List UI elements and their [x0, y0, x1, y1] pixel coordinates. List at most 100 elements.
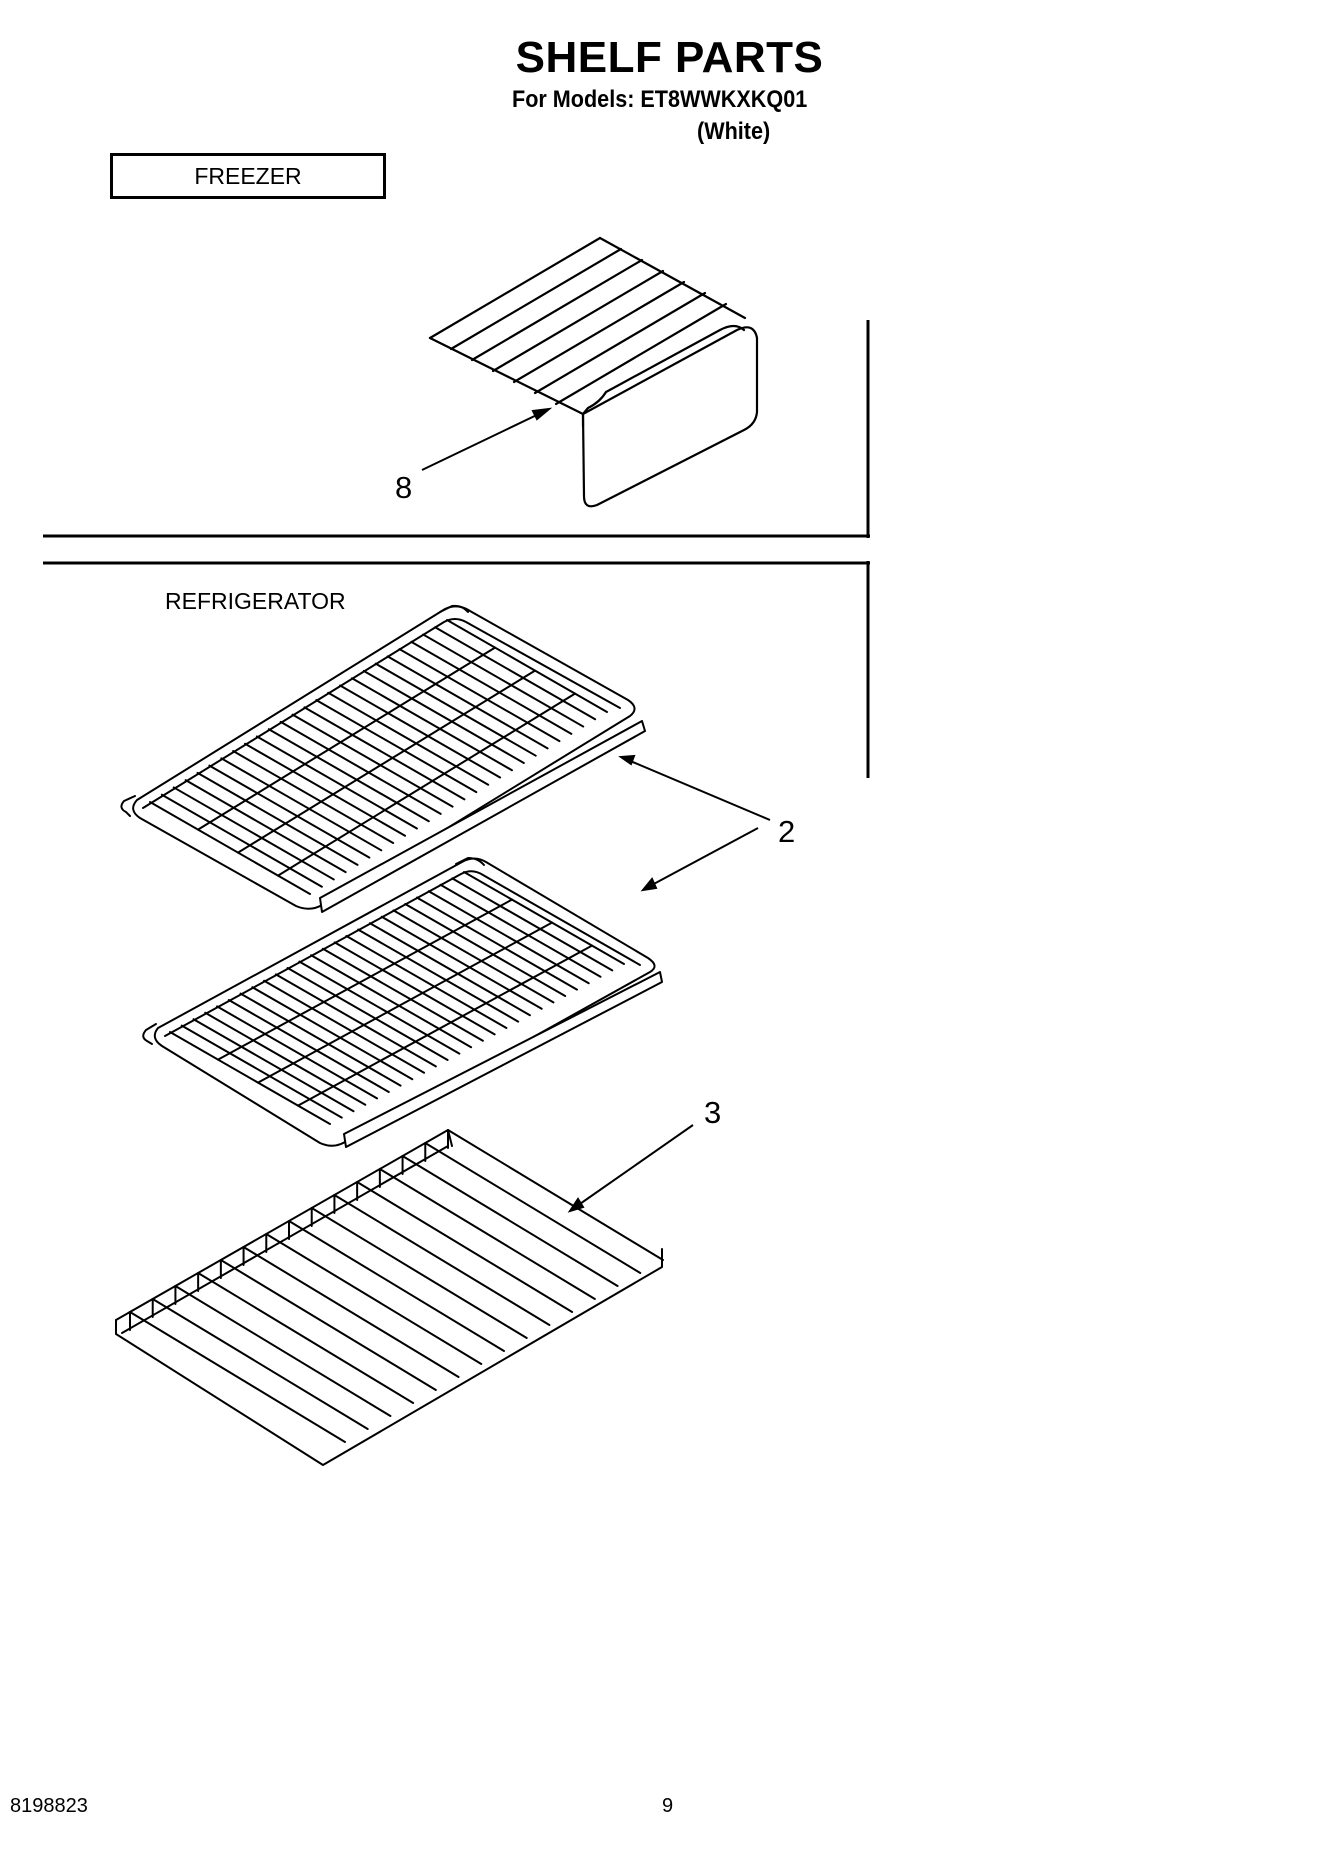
shelf-cross-rail	[297, 944, 593, 1107]
shelf-wire	[439, 883, 602, 978]
refrigerator-section-label: REFRIGERATOR	[165, 588, 346, 614]
shelf-wire	[434, 626, 597, 721]
freezer-shelf-wire	[449, 247, 623, 351]
freezer-shelf-side-rail	[428, 336, 585, 416]
crisper-support-wire	[401, 1155, 619, 1287]
crisper-support-wire	[129, 1311, 346, 1443]
leader-arrows	[421, 407, 771, 1213]
shelf-wire	[232, 750, 395, 845]
shelf-wire	[239, 992, 402, 1087]
shelf-cross-rail	[217, 898, 513, 1061]
freezer-section-frame	[43, 320, 870, 538]
shelf-wire	[392, 909, 555, 1004]
shelf-wire	[180, 1024, 343, 1119]
shelf-wire	[303, 706, 466, 801]
shelf-wire	[339, 684, 502, 779]
shelf-wire	[255, 735, 418, 830]
shelf-wire	[279, 720, 442, 815]
shelf-wire	[350, 677, 513, 772]
shelf-wire	[415, 896, 578, 991]
shelf-wire	[404, 903, 567, 997]
shelf-wire	[357, 928, 520, 1023]
shelf-wire	[422, 633, 585, 728]
freezer-shelf-wire	[470, 258, 644, 362]
shelf-wire	[192, 1018, 355, 1113]
crisper-support-wire	[447, 1129, 664, 1261]
shelf-wire	[204, 1011, 367, 1106]
shelf-wire	[310, 954, 473, 1049]
shelf-wire	[169, 1031, 331, 1125]
model-color-variant: (White)	[697, 118, 771, 145]
shelf-wire	[251, 986, 414, 1081]
crisper-support-wire	[174, 1285, 392, 1417]
freezer-shelf-wire	[533, 291, 707, 395]
shelf-wire	[333, 941, 496, 1036]
crisper-support-wire	[378, 1168, 596, 1300]
crisper-support-wire	[151, 1298, 369, 1430]
freezer-section-label: FREEZER	[110, 153, 386, 199]
shelf-wire	[374, 662, 537, 757]
callout-part-8: 8	[395, 470, 413, 505]
shelf-wire	[160, 793, 323, 888]
part-8-freezer-shelf	[428, 236, 759, 508]
freezer-shelf-wire	[428, 236, 602, 340]
shelf-wire	[451, 877, 614, 972]
shelf-wire	[291, 713, 454, 808]
shelf-wire	[327, 691, 490, 786]
crisper-support-wire	[219, 1259, 437, 1391]
freezer-shelf-wire	[491, 269, 665, 373]
freezer-shelf-wire	[554, 302, 728, 406]
part-2-lower-shelf	[142, 857, 663, 1148]
shelf-wire	[196, 771, 359, 866]
freezer-shelf-wire	[512, 280, 686, 384]
callout-part-2: 2	[778, 814, 796, 849]
shelf-wire	[410, 640, 573, 735]
shelf-wire	[362, 669, 525, 764]
shelf-wire	[463, 871, 625, 965]
shelf-cross-rail	[237, 669, 536, 854]
shelf-wire	[244, 742, 407, 837]
shelf-wire	[263, 979, 426, 1074]
models-line: For Models: ET8WWKXKQ01	[512, 86, 808, 113]
page-title: SHELF PARTS	[515, 33, 824, 82]
crisper-support-wire	[356, 1181, 574, 1313]
shelf-wire	[274, 973, 437, 1068]
shelf-wire	[345, 935, 508, 1029]
part-3-crisper-support	[115, 1129, 664, 1466]
crisper-support-wire	[265, 1233, 483, 1365]
shelf-wire	[386, 655, 549, 750]
shelf-wire	[380, 915, 543, 1010]
shelf-wire	[286, 967, 449, 1061]
shelf-wire	[427, 890, 590, 985]
refrigerator-section-frame	[43, 561, 870, 778]
shelf-wire	[220, 757, 383, 852]
shelf-cross-rail	[197, 646, 496, 831]
shelf-cross-rail	[277, 692, 576, 877]
shelf-wire	[398, 648, 561, 743]
shelf-wire	[149, 801, 311, 895]
callout-part-3: 3	[704, 1095, 722, 1130]
page-number: 9	[662, 1795, 674, 1817]
crisper-support-wire	[242, 1246, 460, 1378]
shelf-wire	[208, 764, 371, 859]
shelf-wire	[298, 960, 461, 1055]
shelf-wire	[227, 999, 390, 1093]
shelf-cross-rail	[257, 921, 553, 1084]
crisper-support-wire	[310, 1207, 528, 1339]
shelf-wire	[321, 947, 484, 1042]
freezer-label-text: FREEZER	[194, 162, 302, 189]
shelf-wire	[184, 779, 347, 874]
shelf-wire	[446, 619, 608, 713]
shelf-wire	[216, 1005, 379, 1100]
freezer-shelf-back-rail	[598, 236, 747, 320]
shelf-wire	[315, 699, 478, 794]
document-number: 8198823	[10, 1795, 88, 1817]
shelf-wire	[172, 786, 335, 881]
part-2-upper-shelf	[120, 604, 646, 913]
crisper-support-wire	[197, 1272, 415, 1404]
shelf-wire	[267, 728, 430, 823]
crisper-support-wire	[424, 1142, 642, 1274]
shelf-wire	[368, 922, 531, 1017]
crisper-support-wire	[288, 1220, 505, 1352]
